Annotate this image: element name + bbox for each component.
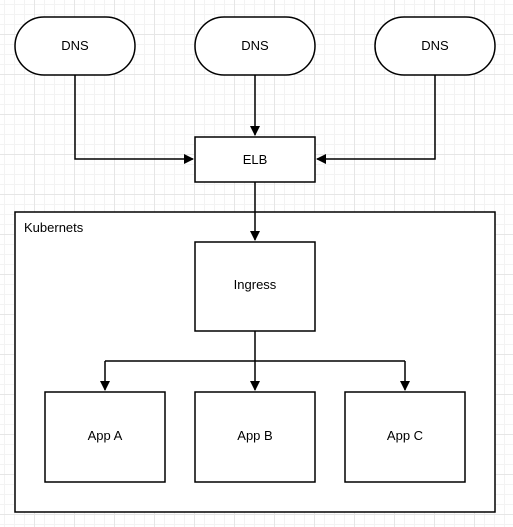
dns-node-3[interactable]: DNS [374, 16, 496, 76]
dns-node-1-label: DNS [61, 38, 89, 53]
dns-node-3-label: DNS [421, 38, 449, 53]
dns-node-1[interactable]: DNS [14, 16, 136, 76]
cluster-label: Kubernets [24, 220, 84, 235]
app-b-node[interactable]: App B [194, 391, 316, 483]
ingress-node[interactable]: Ingress [194, 241, 316, 332]
elb-label: ELB [243, 152, 268, 167]
dns-node-2-label: DNS [241, 38, 269, 53]
edge-dns1-to-elb [74, 75, 194, 164]
app-b-label: App B [237, 428, 272, 443]
app-a-label: App A [88, 428, 123, 443]
ingress-label: Ingress [234, 277, 277, 292]
elb-node[interactable]: ELB [194, 136, 316, 183]
app-c-label: App C [387, 428, 423, 443]
app-a-node[interactable]: App A [44, 391, 166, 483]
app-c-node[interactable]: App C [344, 391, 466, 483]
edge-dns3-to-elb [316, 75, 436, 164]
dns-node-2[interactable]: DNS [194, 16, 316, 76]
